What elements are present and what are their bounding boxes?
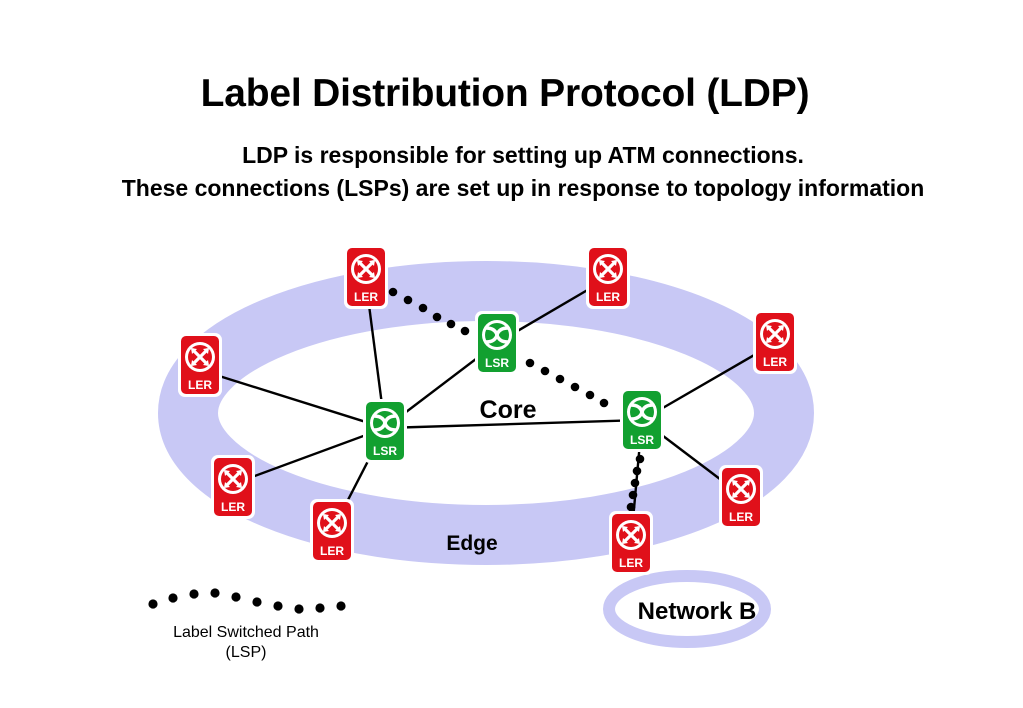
lsr-label: LSR bbox=[373, 444, 397, 458]
ler-node: LER bbox=[176, 331, 224, 399]
lsr-label: LSR bbox=[630, 433, 654, 447]
lsr-node: LSR bbox=[618, 386, 666, 454]
edge-label: Edge bbox=[446, 532, 497, 555]
ler-node: LER bbox=[308, 497, 356, 565]
lsr-label: LSR bbox=[485, 356, 509, 370]
ler-node: LER bbox=[607, 509, 655, 577]
ler-node: LER bbox=[342, 243, 390, 311]
ler-node: LER bbox=[751, 308, 799, 376]
core-label: Core bbox=[480, 396, 537, 424]
ler-label: LER bbox=[619, 556, 643, 570]
ler-label: LER bbox=[729, 510, 753, 524]
edge-ring bbox=[158, 261, 814, 565]
network-b-label: Network B bbox=[638, 598, 757, 625]
subtitle-line-1: LDP is responsible for setting up ATM co… bbox=[242, 142, 804, 168]
ler-label: LER bbox=[221, 500, 245, 514]
network-b-ring bbox=[603, 570, 771, 648]
ler-label: LER bbox=[596, 290, 620, 304]
page-title: Label Distribution Protocol (LDP) bbox=[200, 72, 810, 115]
lsp-path bbox=[388, 287, 645, 512]
ler-label: LER bbox=[763, 355, 787, 369]
legend-label-line-1: Label Switched Path bbox=[173, 624, 319, 641]
ler-node: LER bbox=[584, 243, 632, 311]
lsr-node: LSR bbox=[361, 397, 409, 465]
ler-label: LER bbox=[354, 290, 378, 304]
ler-node: LER bbox=[717, 463, 765, 531]
ler-label: LER bbox=[188, 378, 212, 392]
legend-lsp-dots bbox=[148, 588, 346, 614]
ler-label: LER bbox=[320, 544, 344, 558]
lsr-node: LSR bbox=[473, 309, 521, 377]
ler-node: LER bbox=[209, 453, 257, 521]
subtitle-line-2: These connections (LSPs) are set up in r… bbox=[121, 175, 925, 201]
legend-label-line-2: (LSP) bbox=[226, 644, 267, 661]
